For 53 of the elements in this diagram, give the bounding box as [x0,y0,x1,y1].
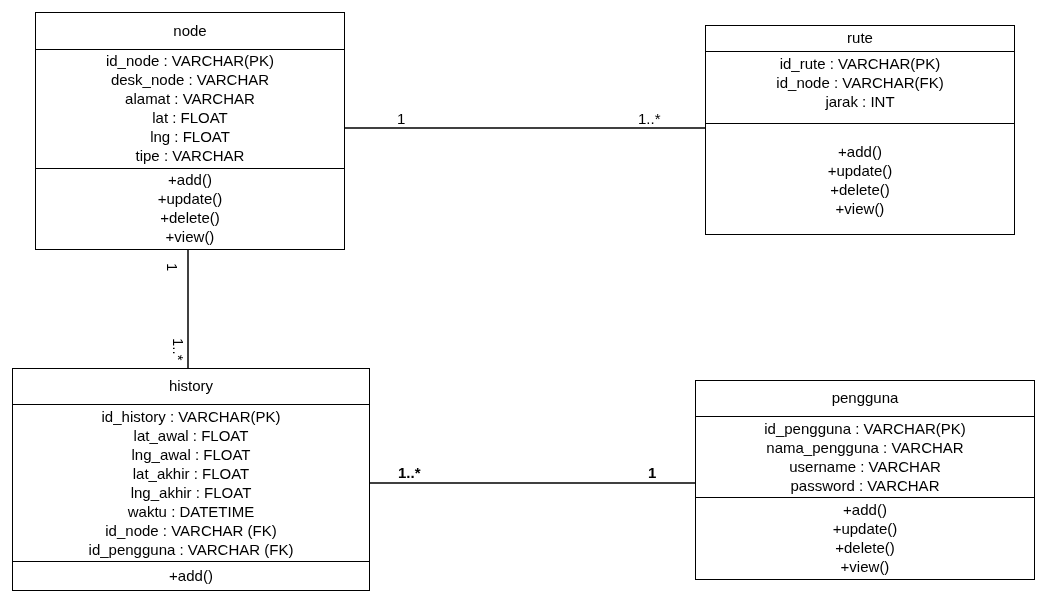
class-member-text: +delete() [835,538,895,557]
class-member-text: id_history : VARCHAR(PK) [101,407,281,426]
multiplicity-label: 1 [648,463,657,483]
class-member-text: +add() [843,500,887,519]
multiplicity-label: 1..* [168,338,188,361]
class-member-text: +update() [827,161,893,180]
class-member-text: lng_akhir : FLOAT [130,483,252,502]
class-box [12,368,370,591]
class-compartment [696,416,1034,497]
class-member-text: jarak : INT [825,92,895,111]
class-member-text: id_pengguna : VARCHAR (FK) [88,540,294,559]
class-member-text: lng_awal : FLOAT [131,445,251,464]
class-member-text: +view() [835,199,885,218]
class-member-text: desk_node : VARCHAR [110,70,270,89]
class-member-text: +delete() [160,208,220,227]
class-member-text: waktu : DATETIME [127,502,255,521]
class-member-text: lat_awal : FLOAT [133,426,249,445]
association-line [369,482,696,484]
association-line [344,127,706,129]
class-member-text: +view() [165,227,215,246]
class-member-text: +add() [168,170,212,189]
class-member-text: lng : FLOAT [150,127,230,146]
multiplicity-label: 1 [163,263,183,272]
class-member-text: password : VARCHAR [790,476,940,495]
multiplicity-label: 1 [397,109,406,129]
class-member-text: id_rute : VARCHAR(PK) [779,54,941,73]
class-member-text: +add() [838,142,882,161]
class-member-text: username : VARCHAR [789,457,941,476]
association-line [187,249,189,369]
class-box [705,25,1015,235]
class-name: rute [847,28,873,49]
class-name: node [173,20,207,41]
class-member-text: nama_pengguna : VARCHAR [766,438,964,457]
class-member-text: +view() [840,557,890,576]
class-member-text: id_node : VARCHAR(PK) [105,51,275,70]
class-member-text: +update() [832,519,898,538]
class-member-text: lat : FLOAT [152,108,228,127]
class-member-text: +delete() [830,180,890,199]
class-box [35,12,345,250]
class-member-text: +update() [157,189,223,208]
class-member-text: +add() [169,566,213,585]
class-member-text: lat_akhir : FLOAT [132,464,250,483]
class-box [695,380,1035,580]
class-name: history [168,376,214,397]
class-member-text: alamat : VARCHAR [125,89,255,108]
multiplicity-label: 1..* [398,463,421,483]
class-member-text: tipe : VARCHAR [135,146,245,165]
class-compartment [13,404,369,561]
class-member-text: id_node : VARCHAR(FK) [776,73,944,92]
multiplicity-label: 1..* [638,109,661,129]
class-member-text: id_pengguna : VARCHAR(PK) [764,419,966,438]
class-name: pengguna [831,388,899,409]
class-member-text: id_node : VARCHAR (FK) [105,521,277,540]
